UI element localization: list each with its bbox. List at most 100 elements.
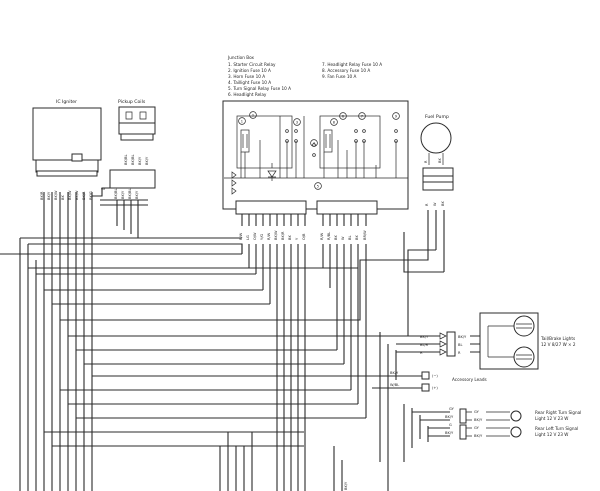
pickup-coil-wire-label: BK/Y xyxy=(145,156,149,165)
connector-wire-label: BR/W xyxy=(363,230,367,240)
connector-wire-label: BL xyxy=(348,236,352,240)
rear-right-pin-label: BK/Y xyxy=(474,418,483,422)
junction-box-outline xyxy=(222,100,409,210)
connector-wire-label: R/W xyxy=(267,232,271,240)
rear-right-wire-label: BK/Y xyxy=(445,415,454,419)
callout-number: 8 xyxy=(333,120,336,124)
accessory-polarity: (−) xyxy=(432,374,438,378)
pickup-coil-wire-labels: BK/BL BK/BL BK/Y BK/Y xyxy=(124,154,149,165)
pickup-coils: Pickup Coils BK/BL BK/BL BK/Y BK/Y BK/BL… xyxy=(109,99,156,199)
pickup-harness-label: BK/BL xyxy=(114,188,118,199)
harness-wires xyxy=(0,187,445,491)
ic-igniter-wire-label: BK/W xyxy=(54,190,58,200)
ic-igniter-title: IC Igniter xyxy=(56,99,77,105)
pickup-harness-label: BK/Y xyxy=(121,190,125,199)
tail-brake-pin-label: BK/Y xyxy=(458,335,467,339)
junction-box-title: Junction Box xyxy=(227,55,255,60)
connector-wire-label: LG xyxy=(246,235,250,240)
connector-1-wire-labels: R/W LG O/W Y/G R/W BK/W BK/R BK Y O/B xyxy=(239,230,306,240)
tail-brake-wire-label: BL/R xyxy=(420,343,429,347)
tail-brake-title: Tail/Brake Lights xyxy=(540,336,575,341)
bottom-wire-label: BK/Y xyxy=(344,481,348,490)
tail-brake-wire-label: BK/Y xyxy=(420,335,429,339)
callout-number: 3 xyxy=(296,120,298,124)
rear-left-wire-label: G xyxy=(449,423,452,427)
accessory-leads: BK/Y W/BL (−) (+) Accessory Leads xyxy=(372,371,487,392)
callout-number: 1 xyxy=(241,119,243,123)
tail-brake-spec: 12 V 8/27 W × 2 xyxy=(541,342,576,347)
accessory-lead-label: W/BL xyxy=(390,383,399,387)
rear-left-pin-label: BK/Y xyxy=(474,434,483,438)
junction-box-legend: Junction Box 1. Starter Circuit Relay 2.… xyxy=(227,55,382,97)
ic-igniter-wire-label: BK/W xyxy=(75,190,79,200)
pickup-harness-labels: BK/BL BK/Y BK/BL BK/Y xyxy=(114,188,139,199)
tail-brake-lights: BK/Y BL/R R BK/Y BL R Tail/Brake Lights … xyxy=(396,312,576,370)
rear-left-spec: Light 12 V 23 W xyxy=(535,432,568,437)
callout-number: 6 xyxy=(342,114,345,118)
junction-callouts: 2 1 3 4 5 6 7 8 9 xyxy=(238,111,400,190)
pickup-coils-title: Pickup Coils xyxy=(118,99,146,105)
rear-right-turn-signal: GY BK/Y GY BK/Y Rear Right Turn Signal L… xyxy=(412,407,581,424)
callout-number: 5 xyxy=(317,184,319,188)
fuel-pump: Fuel Pump R BK R W BK xyxy=(420,114,454,206)
connector-wire-label: R/BL xyxy=(327,232,331,240)
fuel-pump-wire-label: R xyxy=(424,160,428,163)
tail-brake-wire-label: R xyxy=(420,351,423,355)
fuel-pump-title: Fuel Pump xyxy=(425,114,449,120)
junction-connector-2 xyxy=(316,200,378,215)
ic-igniter-wire-label: BK/G xyxy=(89,191,93,200)
rear-left-turn-signal: G BK/Y GY BK/Y Rear Left Turn Signal Lig… xyxy=(428,423,578,440)
legend-item: 2. Ignition Fuse 10 A xyxy=(228,68,271,73)
ic-igniter-wire-label: GY xyxy=(101,187,107,191)
legend-item: 7. Headlight Relay Fuse 10 A xyxy=(322,62,382,67)
callout-number: 9 xyxy=(395,114,398,118)
ic-igniter-wire-label: BK/R xyxy=(40,191,44,200)
legend-item: 4. Taillight Fuse 10 A xyxy=(228,80,271,85)
fuel-pump-wire-label: BK xyxy=(438,158,442,163)
connector-wire-label: O/B xyxy=(302,233,306,240)
ic-igniter: IC Igniter BK/R BK/Y BK/W BK BK/W BK/W B… xyxy=(32,99,107,200)
connector-wire-label: Y xyxy=(295,237,299,240)
callout-number: 4 xyxy=(313,141,316,145)
pickup-harness-label: BK/BL xyxy=(128,188,132,199)
junction-box: Junction Box 1. Starter Circuit Relay 2.… xyxy=(222,55,409,240)
callout-number: 7 xyxy=(361,114,363,118)
connector-wire-label: R/W xyxy=(239,232,243,240)
rear-right-spec: Light 12 V 23 W xyxy=(535,416,568,421)
rear-left-wire-label: BK/Y xyxy=(445,431,454,435)
fuel-pump-harness-label: BK xyxy=(441,201,445,206)
connector-wire-label: BK/R xyxy=(281,231,285,240)
rear-right-pin-label: GY xyxy=(474,410,480,414)
junction-connector-1 xyxy=(235,200,307,215)
legend-item: 1. Starter Circuit Relay xyxy=(228,62,276,67)
rear-left-pin-label: GY xyxy=(474,426,480,430)
legend-item: 8. Accessory Fuse 10 A xyxy=(322,68,370,73)
connector-wire-label: BK xyxy=(355,235,359,240)
accessory-lead-label: BK/Y xyxy=(390,371,399,375)
pickup-harness-label: BK/Y xyxy=(135,190,139,199)
ic-igniter-wire-label: BK xyxy=(61,195,65,200)
connector-2-wire-labels: R/W R/BL BK W BL BK BR/W xyxy=(320,230,367,240)
pickup-coil-wire-label: BK/BL xyxy=(124,154,128,165)
legend-item: 3. Horn Fuse 10 A xyxy=(228,74,265,79)
pickup-coil-wire-label: BK/BL xyxy=(131,154,135,165)
connector-wire-label: BK/W xyxy=(274,230,278,240)
legend-item: 6. Headlight Relay xyxy=(228,92,267,97)
rear-right-wire-label: GY xyxy=(449,407,455,411)
legend-item: 5. Turn Signal Relay Fuse 10 A xyxy=(228,86,291,91)
legend-item: 9. Fan Fuse 10 A xyxy=(322,74,356,79)
connector-wire-label: Y/G xyxy=(260,234,264,240)
ic-igniter-wire-label: BK/Y xyxy=(47,191,51,200)
connector-wire-label: BK xyxy=(288,235,292,240)
tail-brake-pin-label: R xyxy=(458,351,461,355)
tail-brake-pin-label: BL xyxy=(458,343,462,347)
callout-number: 2 xyxy=(252,113,254,117)
accessory-title: Accessory Leads xyxy=(452,377,487,382)
connector-wire-label: R/W xyxy=(320,232,324,240)
rear-left-title: Rear Left Turn Signal xyxy=(535,426,578,431)
connector-wire-label: O/W xyxy=(253,232,257,240)
connector-wire-label: W xyxy=(341,236,345,240)
connector-wire-label: BK xyxy=(334,235,338,240)
fuel-pump-harness-label: W xyxy=(433,202,437,206)
